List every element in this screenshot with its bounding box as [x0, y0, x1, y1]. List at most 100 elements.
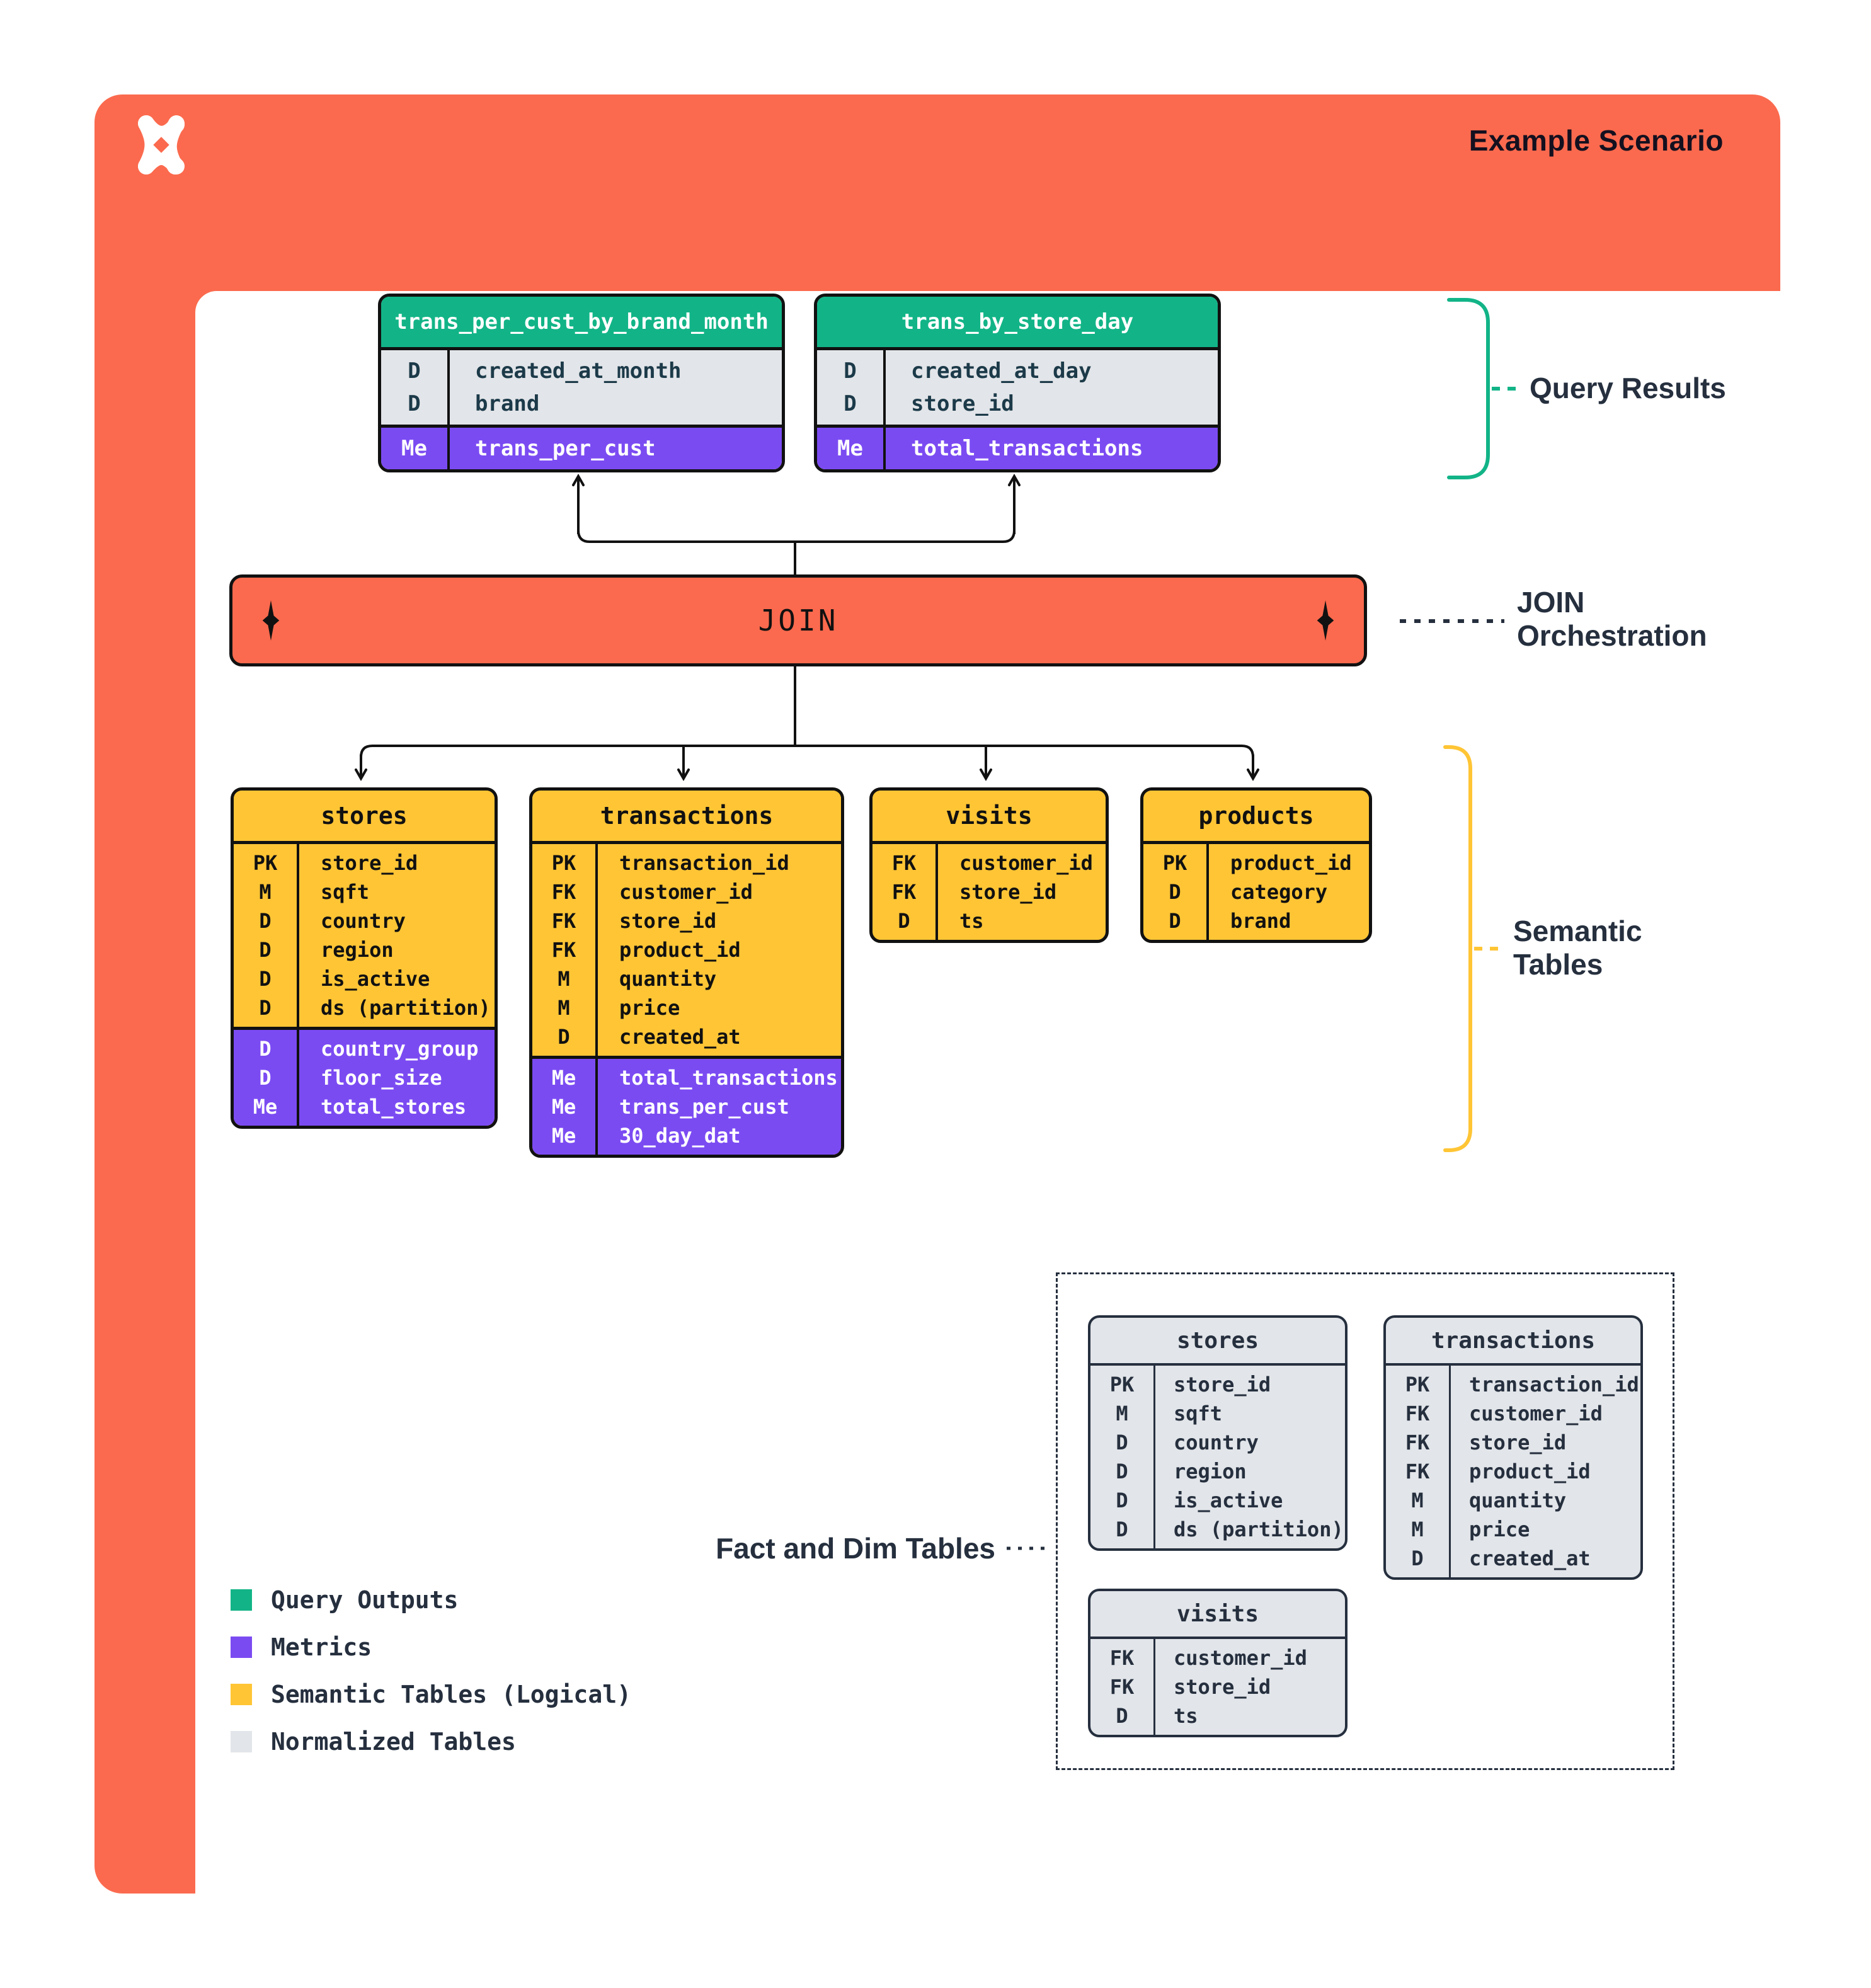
table-header: trans_by_store_day: [817, 297, 1218, 350]
field-name: quantity: [1469, 1488, 1567, 1512]
field-name: sqft: [1174, 1402, 1223, 1425]
column-divider: [595, 844, 598, 1155]
column-divider: [1449, 1366, 1451, 1577]
field-type-badge: FK: [891, 851, 917, 875]
field-name: 30_day_dat: [619, 1124, 741, 1148]
table-row: Me 30_day_dat: [532, 1121, 841, 1150]
field-type-badge: FK: [1109, 1646, 1135, 1670]
field-type-badge: D: [259, 1037, 272, 1061]
field-name: product_id: [1469, 1460, 1591, 1483]
field-type-badge: PK: [551, 851, 576, 875]
field-name: ds (partition): [1174, 1517, 1344, 1541]
field-type-badge: Me: [551, 1124, 576, 1148]
legend-item: Normalized Tables: [231, 1728, 631, 1756]
field-name: store_id: [619, 909, 717, 933]
field-type-badge: D: [259, 938, 272, 962]
field-type-badge: D: [844, 358, 857, 384]
field-name: total_transactions: [911, 436, 1143, 461]
field-name: region: [1174, 1460, 1247, 1483]
field-name: created_at_day: [911, 358, 1092, 384]
field-type-badge: D: [1116, 1488, 1128, 1512]
column-divider: [1153, 1639, 1155, 1735]
field-name: country: [1174, 1431, 1259, 1454]
legend-label: Semantic Tables (Logical): [271, 1681, 631, 1708]
field-type-badge: FK: [551, 938, 576, 962]
field-type-badge: D: [259, 1066, 272, 1090]
field-name: price: [619, 996, 680, 1020]
field-type-badge: Me: [837, 436, 863, 461]
pinwheel-x-logo: [138, 115, 185, 174]
field-type-badge: PK: [1162, 851, 1187, 875]
column-divider: [883, 350, 886, 469]
table-header: transactions: [532, 791, 841, 844]
field-name: region: [321, 938, 394, 962]
table-header: trans_per_cust_by_brand_month: [381, 297, 782, 350]
semantic-tables-label: Semantic Tables: [1513, 915, 1642, 981]
column-divider: [447, 350, 450, 469]
legend-label: Normalized Tables: [271, 1728, 516, 1756]
field-type-badge: FK: [891, 880, 917, 904]
table-header: products: [1143, 791, 1369, 844]
field-type-badge: D: [1169, 909, 1181, 933]
table-header: transactions: [1386, 1318, 1640, 1366]
legend-item: Semantic Tables (Logical): [231, 1681, 631, 1708]
field-type-badge: D: [259, 909, 272, 933]
field-type-badge: PK: [1109, 1373, 1135, 1397]
field-name: is_active: [321, 967, 430, 991]
field-type-badge: Me: [551, 1095, 576, 1119]
field-name: customer_id: [619, 880, 753, 904]
field-name: trans_per_cust: [475, 436, 656, 461]
field-name: is_active: [1174, 1488, 1283, 1512]
field-type-badge: D: [408, 391, 421, 416]
page-title: Example Scenario: [1468, 124, 1724, 157]
table-header: stores: [1090, 1318, 1345, 1366]
legend-label: Metrics: [271, 1633, 372, 1661]
query-outputs-swatch: [231, 1589, 252, 1611]
fact-dim-tables-box: [1056, 1272, 1674, 1770]
field-type-badge: PK: [1405, 1373, 1430, 1397]
metrics-swatch: [231, 1637, 252, 1658]
legend-item: Query Outputs: [231, 1586, 631, 1614]
field-name: customer_id: [1469, 1402, 1603, 1425]
field-name: created_at: [1469, 1546, 1591, 1570]
field-type-badge: D: [1116, 1460, 1128, 1483]
field-name: store_id: [321, 851, 418, 875]
join-orchestration-label: JOIN Orchestration: [1517, 586, 1707, 652]
table-row: Me total_transactions: [817, 432, 1218, 465]
legend-label: Query Outputs: [271, 1586, 459, 1614]
table-header: visits: [1090, 1591, 1345, 1639]
